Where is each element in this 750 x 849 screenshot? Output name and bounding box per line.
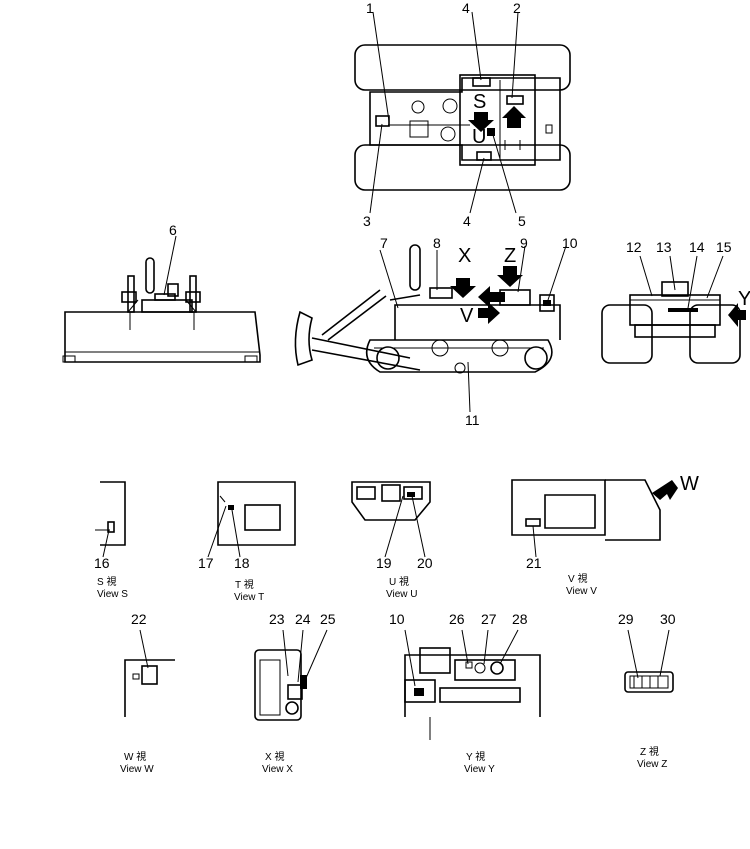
view-letter-v: V <box>460 305 474 327</box>
caption-u-en: View U <box>386 589 418 600</box>
callout-18: 18 <box>234 555 250 571</box>
caption-t-jp: T 視 <box>235 578 254 591</box>
callout-23: 23 <box>269 611 285 627</box>
callout-16: 16 <box>94 555 110 571</box>
callout-5: 5 <box>518 213 526 229</box>
view-letter-y: Y <box>738 288 750 310</box>
caption-u-jp: U 視 <box>389 575 409 588</box>
caption-y-jp: Y 視 <box>466 750 485 763</box>
caption-x-en: View X <box>262 764 293 775</box>
detail-view-w <box>124 629 175 717</box>
detail-view-u <box>351 481 431 558</box>
top-view: S U <box>354 11 571 214</box>
callout-13: 13 <box>656 239 672 255</box>
callout-24: 24 <box>295 611 311 627</box>
side-view: X Z V <box>294 244 567 413</box>
caption-w-en: View W <box>120 764 154 775</box>
callout-11: 11 <box>465 412 480 428</box>
callout-19: 19 <box>376 555 392 571</box>
caption-v-en: View V <box>566 586 597 597</box>
callout-12: 12 <box>626 239 642 255</box>
caption-y-en: View Y <box>464 764 495 775</box>
callout-29: 29 <box>618 611 634 627</box>
callout-22: 22 <box>131 611 147 627</box>
callout-3: 3 <box>363 213 371 229</box>
callout-27: 27 <box>481 611 497 627</box>
callout-9: 9 <box>520 235 528 251</box>
caption-z-en: View Z <box>637 759 667 770</box>
view-letter-w: W <box>680 473 699 495</box>
view-letter-u: U <box>472 126 486 148</box>
caption-v-jp: V 視 <box>568 572 587 585</box>
callout-6: 6 <box>169 222 177 238</box>
detail-view-z <box>624 629 674 693</box>
callout-28: 28 <box>512 611 528 627</box>
callout-25: 25 <box>320 611 336 627</box>
callout-4-top: 4 <box>462 0 470 16</box>
callout-4-bottom: 4 <box>463 213 471 229</box>
callout-17: 17 <box>198 555 214 571</box>
callout-10: 10 <box>562 235 578 251</box>
detail-view-v: W <box>511 473 699 558</box>
detail-view-t <box>207 481 296 558</box>
callout-1: 1 <box>366 0 374 16</box>
callout-10-y: 10 <box>389 611 405 627</box>
front-view <box>62 235 261 363</box>
detail-view-s <box>95 481 126 558</box>
callout-2: 2 <box>513 0 521 16</box>
detail-view-y <box>404 629 541 740</box>
callout-15: 15 <box>716 239 732 255</box>
callout-8: 8 <box>433 235 441 251</box>
view-captions: S 視 View S T 視 View T U 視 View U V 視 Vie… <box>97 572 667 775</box>
caption-t-en: View T <box>234 592 264 603</box>
callout-7: 7 <box>380 235 388 251</box>
caption-x-jp: X 視 <box>265 750 284 763</box>
caption-s-en: View S <box>97 589 128 600</box>
view-letter-x: X <box>458 245 471 267</box>
callout-30: 30 <box>660 611 676 627</box>
view-letter-s: S <box>473 91 486 113</box>
callout-26: 26 <box>449 611 465 627</box>
rear-view: Y <box>601 255 750 364</box>
view-letter-z: Z <box>504 245 516 267</box>
caption-z-jp: Z 視 <box>640 745 659 758</box>
callout-numbers: 1 2 3 4 4 5 6 7 8 9 10 11 12 13 14 15 16… <box>94 0 732 627</box>
callout-21: 21 <box>526 555 542 571</box>
detail-view-x <box>254 629 328 721</box>
callout-20: 20 <box>417 555 433 571</box>
caption-s-jp: S 視 <box>97 575 116 588</box>
callout-14: 14 <box>689 239 705 255</box>
caption-w-jp: W 視 <box>124 750 146 763</box>
